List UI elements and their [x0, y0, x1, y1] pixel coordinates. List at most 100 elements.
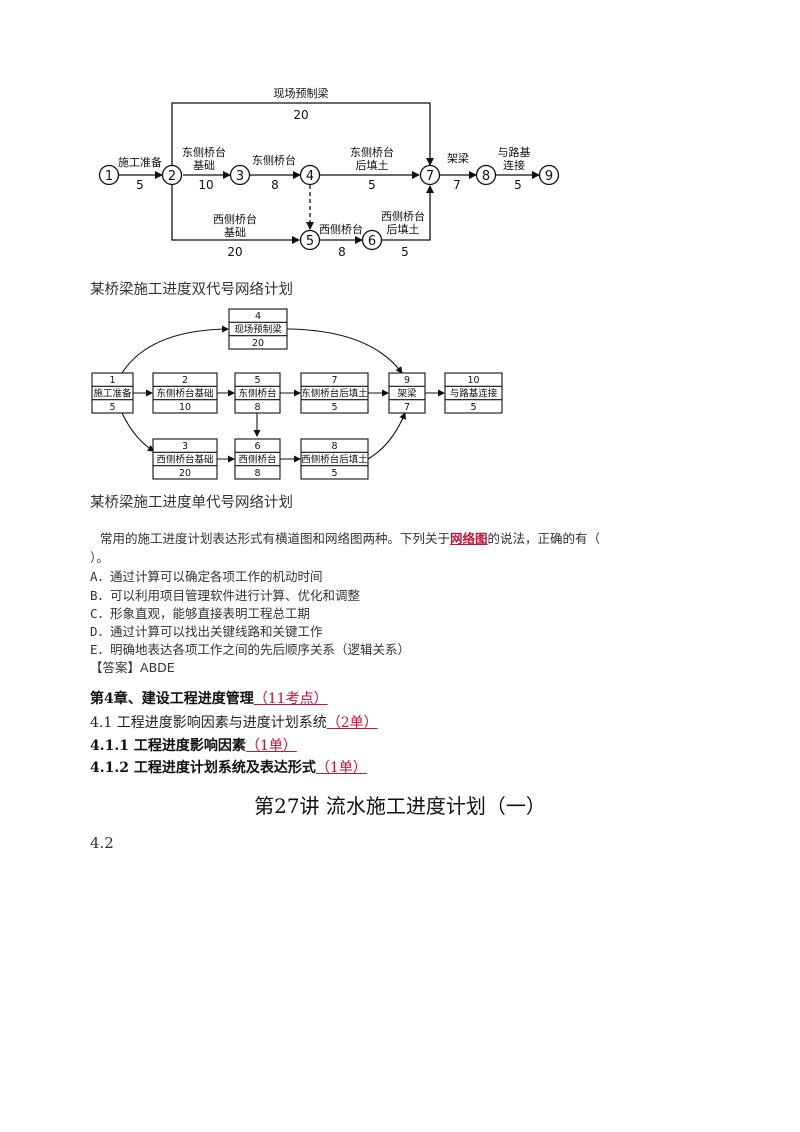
act-east-abut-name: 东侧桥台 [252, 153, 296, 167]
diagram2-caption: 某桥梁施工进度单代号网络计划 [90, 495, 293, 511]
arrow-6-7 [382, 185, 434, 241]
link-8-9 [367, 412, 406, 460]
act-east-backfill-duration: 5 [368, 178, 376, 192]
answer-label: 【答案】 [90, 660, 141, 675]
node-6 [361, 229, 383, 251]
option-e: E．明确地表达各项工作之间的先后顺序关系（逻辑关系） [90, 642, 411, 657]
box-9-name: 架梁 [397, 388, 417, 400]
act-west-found-duration: 20 [227, 245, 242, 259]
box-8-duration: 5 [331, 468, 337, 479]
box-8 [300, 438, 369, 480]
node-9-label: 9 [545, 169, 553, 184]
box-10-duration: 5 [470, 402, 476, 413]
box-6-duration: 8 [254, 468, 260, 479]
act-precast-name: 现场预制梁 [274, 86, 329, 100]
section-4-1: 4.1 工程进度影响因素与进度计划系统（2单） [90, 712, 378, 732]
box-10 [444, 372, 503, 414]
box-7-id: 7 [331, 375, 337, 386]
node-4 [299, 164, 321, 186]
box-5 [234, 372, 281, 414]
box-9 [388, 372, 426, 414]
network-diagram-link[interactable]: 网络图 [450, 531, 488, 546]
node-6-label: 6 [368, 234, 376, 249]
box-7-duration: 5 [331, 402, 337, 413]
node-7-label: 7 [426, 169, 434, 184]
section-4-1-title: 4.1 工程进度影响因素与进度计划系统 [90, 715, 327, 731]
question-stem-before: 常用的施工进度计划表达形式有横道图和网络图两种。下列关于 [100, 531, 451, 546]
box-6-name: 西侧桥台 [238, 454, 276, 466]
act-east-found-name-2: 基础 [193, 159, 215, 172]
box-4 [228, 308, 288, 350]
act-precast-duration: 20 [293, 108, 308, 122]
box-7 [300, 372, 369, 414]
box-3-duration: 20 [179, 468, 191, 479]
section-4-1-2-tag: （1单） [315, 760, 367, 776]
box-4-id: 4 [255, 311, 261, 322]
box-3-name: 西侧桥台基础 [156, 454, 213, 466]
option-c: C．形象直观，能够直接表明工程总工期 [90, 606, 311, 621]
act-east-found-name-1: 东侧桥台 [182, 145, 226, 159]
box-2 [152, 372, 218, 414]
act-west-found-name-1: 西侧桥台 [213, 212, 257, 226]
box-8-name: 西侧桥台后填土 [301, 454, 368, 466]
box-3 [152, 438, 218, 480]
box-3-id: 3 [182, 441, 188, 452]
node-2 [161, 164, 183, 186]
act-girder-duration: 7 [453, 178, 461, 192]
act-road-name-2: 连接 [503, 159, 525, 172]
box-5-duration: 8 [254, 402, 260, 413]
lecture-title: 第27讲 流水施工进度计划（一） [254, 794, 546, 818]
node-1-label: 1 [105, 169, 113, 184]
act-east-abut-duration: 8 [271, 178, 279, 192]
act-west-backfill-name-1: 西侧桥台 [381, 209, 425, 223]
box-5-name: 东侧桥台 [238, 388, 276, 400]
node-4-label: 4 [306, 169, 314, 184]
node-8 [475, 164, 497, 186]
act-east-backfill-name-2: 后填土 [356, 158, 389, 172]
node-3 [229, 164, 251, 186]
double-code-network-diagram: 1 2 3 4 5 6 7 8 9 施工准备 现场预制梁 东侧桥台 基础 东侧桥… [98, 86, 560, 259]
link-1-4 [121, 325, 229, 374]
question-stem-line2: ）。 [90, 550, 109, 565]
act-west-backfill-name-2: 后填土 [387, 222, 420, 236]
section-4-1-tag: （2单） [326, 715, 378, 731]
box-6-id: 6 [254, 441, 260, 452]
box-10-name: 与路基连接 [450, 388, 498, 400]
box-4-duration: 20 [252, 338, 264, 349]
act-west-abut-duration: 8 [338, 245, 346, 259]
option-a: A．通过计算可以确定各项工作的机动时间 [90, 569, 323, 584]
section-4-1-1: 4.1.1 工程进度影响因素（1单） [90, 735, 297, 755]
node-8-label: 8 [482, 169, 490, 184]
section-4-1-2: 4.1.2 工程进度计划系统及表达形式（1单） [90, 757, 367, 777]
act-road-name-1: 与路基 [498, 146, 531, 159]
box-6 [234, 438, 281, 480]
box-5-id: 5 [254, 375, 260, 386]
answer: 【答案】ABDE [90, 657, 175, 676]
chapter-tag: （11考点） [253, 691, 328, 707]
link-1-3 [121, 412, 155, 452]
box-1-name: 施工准备 [93, 388, 132, 400]
box-9-duration: 7 [404, 402, 410, 413]
chapter-title: 第4章、建设工程进度管理 [90, 691, 254, 707]
act-west-abut-name: 西侧桥台 [319, 222, 363, 236]
arrow-2-7-top [171, 102, 434, 166]
box-9-id: 9 [404, 375, 410, 386]
node-3-label: 3 [236, 169, 244, 184]
question-stem: 常用的施工进度计划表达形式有横道图和网络图两种。下列关于网络图的说法，正确的有（ [100, 528, 600, 547]
box-1-id: 1 [109, 375, 115, 386]
node-1 [98, 164, 120, 186]
section-4-1-1-title: 4.1.1 工程进度影响因素 [90, 738, 246, 754]
act-girder-name: 架梁 [447, 151, 469, 165]
section-4-2: 4.2 [90, 834, 114, 852]
act-east-found-duration: 10 [198, 178, 213, 192]
option-d: D．通过计算可以找出关键线路和关键工作 [90, 624, 323, 639]
box-1 [91, 372, 134, 414]
question-stem-after: 的说法，正确的有（ [487, 531, 601, 546]
box-7-name: 东侧桥台后填土 [301, 388, 368, 400]
box-8-id: 8 [331, 441, 337, 452]
box-2-name: 东侧桥台基础 [156, 388, 213, 400]
link-4-9 [286, 328, 403, 374]
option-b: B．可以利用项目管理软件进行计算、优化和调整 [90, 588, 361, 603]
box-2-duration: 10 [179, 402, 191, 413]
single-code-network-diagram: 1施工准备52东侧桥台基础103西侧桥台基础204现场预制梁205东侧桥台86西… [91, 308, 503, 480]
